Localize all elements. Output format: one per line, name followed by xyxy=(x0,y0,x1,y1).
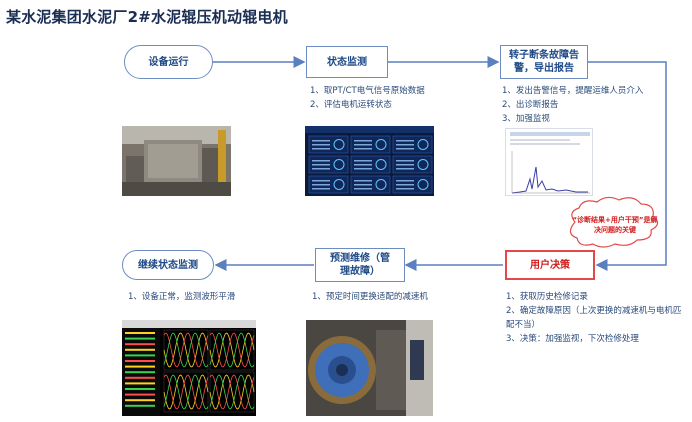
notes-user-decision: 1、获取历史检修记录 2、确定故障原因（上次更换的减速机与电机匹配不当） 3、决… xyxy=(506,290,686,346)
arrow-alarm-to-decision xyxy=(588,61,667,271)
node-equipment-running: 设备运行 xyxy=(124,45,213,79)
note-line: 1、发出告警信号，提醒运维人员介入 xyxy=(502,86,644,96)
note-line: 1、预定时间更换适配的减速机 xyxy=(312,292,428,302)
notes-status-monitoring: 1、取PT/CT电气信号原始数据 2、评估电机运转状态 xyxy=(310,84,425,112)
node-user-decision: 用户决策 xyxy=(505,250,595,280)
note-line: 1、设备正常，监测波形平滑 xyxy=(128,292,236,302)
note-line: 2、出诊断报告 xyxy=(502,100,559,110)
node-rotor-fault-alarm: 转子断条故障告警，导出报告 xyxy=(500,45,588,79)
note-line: 3、加强监视 xyxy=(502,114,550,124)
waveform-screenshot xyxy=(122,320,256,416)
note-line: 2、评估电机运转状态 xyxy=(310,100,392,110)
node-predictive-maintenance: 预测维修（管理故障） xyxy=(315,248,405,282)
gauge-icon xyxy=(417,179,429,190)
gauge-icon xyxy=(333,179,345,190)
note-line: 1、获取历史检修记录 xyxy=(506,292,588,302)
note-line: 3、决策：加强监视，下次检修处理 xyxy=(506,334,639,344)
note-line: 1、取PT/CT电气信号原始数据 xyxy=(310,86,425,96)
cloud-callout-text: “诊断结果+用户干预”是解决问题的关键 xyxy=(572,216,658,234)
motor-photo xyxy=(122,126,231,196)
notes-predictive-maintenance: 1、预定时间更换适配的减速机 xyxy=(312,290,428,304)
reducer-replacement-photo xyxy=(306,320,433,416)
diagnosis-report-image xyxy=(505,128,593,196)
gauge-icon xyxy=(375,179,387,190)
notes-continue-monitoring: 1、设备正常，监测波形平滑 xyxy=(128,290,235,304)
node-continue-monitoring: 继续状态监测 xyxy=(122,250,214,280)
gauge-icon xyxy=(333,159,345,170)
notes-rotor-fault-alarm: 1、发出告警信号，提醒运维人员介入 2、出诊断报告 3、加强监视 xyxy=(502,84,643,126)
gauge-icon xyxy=(417,139,429,150)
page-title: 某水泥集团水泥厂2#水泥辊压机动辊电机 xyxy=(6,8,288,26)
gauge-icon xyxy=(375,159,387,170)
cloud-callout xyxy=(569,196,659,248)
note-line: 2、确定故障原因（上次更换的减速机与电机匹配不当） xyxy=(506,306,682,330)
monitoring-dashboard-image xyxy=(305,126,434,196)
node-status-monitoring: 状态监测 xyxy=(306,46,388,78)
gauge-icon xyxy=(375,139,387,150)
gauge-icon xyxy=(333,139,345,150)
gauge-icon xyxy=(417,159,429,170)
